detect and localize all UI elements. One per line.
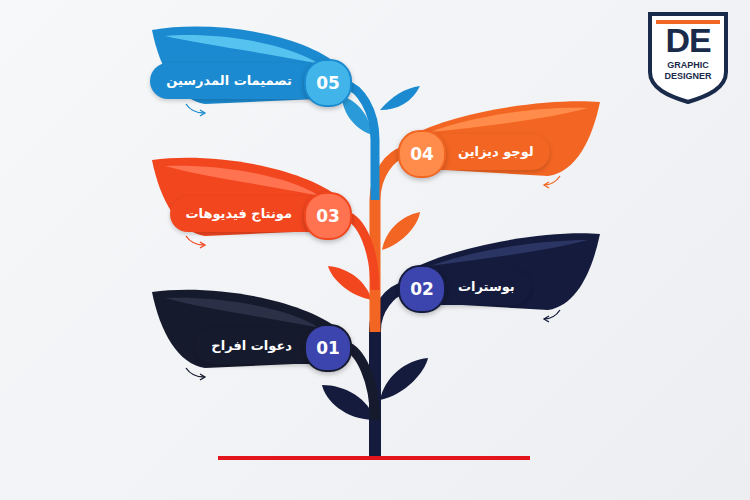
logo-badge: DEGRAPHIC DESIGNER xyxy=(646,10,730,104)
number-circle: 03 xyxy=(304,192,352,240)
number-circle: 01 xyxy=(304,324,352,372)
leaf-label: مونتاج فيديوهات xyxy=(186,196,292,232)
label-pill: دعوات افراح 01 xyxy=(195,328,348,364)
label-pill: تصميمات المدرسين 05 xyxy=(150,63,348,99)
leaf-label: لوجو ديزاين xyxy=(458,134,534,170)
leaf-label: بوسترات xyxy=(458,269,515,305)
label-pill: مونتاج فيديوهات 03 xyxy=(170,196,348,232)
callout-number: 01 xyxy=(316,338,340,358)
number-circle: 04 xyxy=(398,130,446,178)
logo-caption: GRAPHIC DESIGNER xyxy=(657,60,719,82)
leaf-label: تصميمات المدرسين xyxy=(166,63,292,99)
callout-number: 04 xyxy=(410,144,434,164)
leaf-label: دعوات افراح xyxy=(211,328,292,364)
callout-number: 03 xyxy=(316,206,340,226)
number-circle: 05 xyxy=(304,59,352,107)
label-pill: بوسترات 02 xyxy=(402,269,531,305)
callout-number: 02 xyxy=(410,279,434,299)
callout-number: 05 xyxy=(316,73,340,93)
label-pill: لوجو ديزاين 04 xyxy=(402,134,550,170)
number-circle: 02 xyxy=(398,265,446,313)
logo-mark: DE xyxy=(646,10,730,58)
